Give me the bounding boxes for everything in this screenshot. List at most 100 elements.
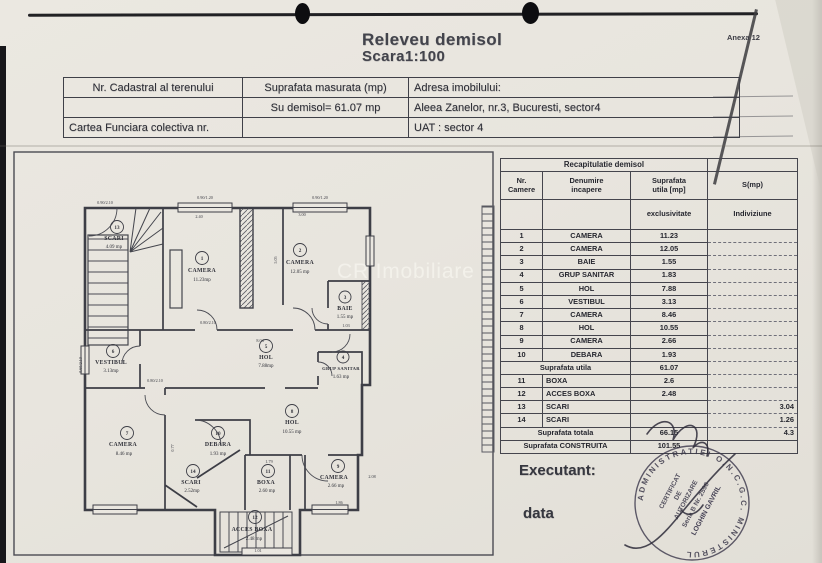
svg-text:13: 13 bbox=[114, 225, 120, 231]
svg-text:3.13mp: 3.13mp bbox=[103, 369, 119, 374]
svg-text:10: 10 bbox=[215, 431, 221, 437]
executant-label: Executant: bbox=[519, 462, 596, 479]
svg-text:0.90/1.20: 0.90/1.20 bbox=[197, 195, 213, 200]
scan-left-edge bbox=[0, 46, 6, 563]
svg-text:8.04: 8.04 bbox=[256, 338, 264, 343]
certification-stamp: ADMINISTRATIEI O.N.C.G.C. MINISTERUL CER… bbox=[624, 420, 750, 561]
svg-text:5.05: 5.05 bbox=[273, 256, 278, 263]
measured-area-header: Suprafata masurata (mp) bbox=[242, 77, 409, 98]
cell-excl: 8.46 bbox=[630, 308, 708, 323]
summary-value: 61.07 bbox=[630, 360, 708, 375]
svg-text:0.80/2.10: 0.80/2.10 bbox=[147, 378, 163, 383]
cell-name: ACCES BOXA bbox=[542, 387, 631, 402]
binder-hole-right bbox=[522, 2, 539, 24]
svg-text:0.90/1.20: 0.90/1.20 bbox=[312, 195, 328, 200]
cell-nr: 7 bbox=[500, 308, 543, 323]
svg-text:1.03: 1.03 bbox=[342, 323, 349, 328]
table-row: Nr. Cadastral al terenului Suprafata mas… bbox=[63, 77, 740, 98]
svg-text:10.55 mp: 10.55 mp bbox=[283, 430, 302, 435]
cell-indiv bbox=[707, 334, 798, 349]
cell-excl: 1.93 bbox=[630, 347, 708, 362]
cell-indiv bbox=[707, 242, 798, 257]
fold-crease bbox=[0, 145, 822, 147]
annex-label: Anexa 12 bbox=[727, 33, 760, 42]
empty-cell bbox=[242, 117, 409, 138]
cell-nr: 10 bbox=[500, 347, 543, 362]
cell-name: VESTIBUL bbox=[542, 294, 631, 310]
cell-name: CAMERA bbox=[542, 228, 631, 244]
land-book-label: Cartea Funciara colectiva nr. bbox=[63, 117, 243, 138]
svg-text:14: 14 bbox=[190, 469, 196, 475]
date-label: data bbox=[523, 505, 554, 522]
svg-text:CAMERA: CAMERA bbox=[188, 268, 216, 274]
cell-indiv bbox=[707, 360, 798, 375]
summary-label: Suprafata utila bbox=[500, 360, 631, 375]
svg-text:12.05 mp: 12.05 mp bbox=[291, 270, 310, 275]
cell-nr: 5 bbox=[500, 281, 543, 296]
svg-text:6: 6 bbox=[112, 349, 115, 355]
room-label-4: 4 GRUP SANITAR 1.63 mp bbox=[322, 350, 360, 380]
svg-text:7.88mp: 7.88mp bbox=[258, 364, 274, 369]
cell-indiv bbox=[707, 321, 798, 336]
cadastral-number-header: Nr. Cadastral al terenului bbox=[63, 77, 243, 98]
cell-indiv bbox=[707, 268, 798, 283]
col-header-nr: Nr. Camere bbox=[500, 171, 543, 200]
svg-text:1: 1 bbox=[201, 256, 204, 262]
window-icon bbox=[80, 202, 375, 515]
table-subheader-row: exclusivitate Indiviziune bbox=[500, 199, 798, 230]
cell-name: BOXA bbox=[542, 373, 631, 389]
cell-excl: 1.83 bbox=[630, 268, 708, 283]
svg-text:1.63 mp: 1.63 mp bbox=[333, 375, 350, 380]
cell-nr: 6 bbox=[500, 294, 543, 310]
cell-indiv bbox=[707, 373, 798, 389]
empty-cell bbox=[707, 158, 798, 172]
cell-name: CAMERA bbox=[542, 308, 631, 323]
cell-nr: 3 bbox=[500, 255, 543, 270]
cell-nr: 11 bbox=[500, 373, 543, 389]
col-header-smp: S(mp) bbox=[707, 171, 798, 200]
address-header: Adresa imobilului: bbox=[408, 77, 740, 98]
svg-text:VESTIBUL: VESTIBUL bbox=[95, 360, 127, 366]
cell-excl: 2.6 bbox=[630, 373, 708, 389]
svg-text:CAMERA: CAMERA bbox=[286, 260, 314, 266]
svg-text:1.55 mp: 1.55 mp bbox=[337, 315, 354, 320]
interior-walls bbox=[85, 208, 370, 510]
page-scale: Scara1:100 bbox=[362, 48, 446, 65]
cell-excl: 2.48 bbox=[630, 387, 708, 402]
svg-text:2.60 mp: 2.60 mp bbox=[259, 489, 276, 494]
cell-name: GRUP SANITAR bbox=[542, 268, 631, 283]
page-title: Releveu demisol bbox=[362, 30, 503, 49]
svg-text:1.86: 1.86 bbox=[335, 500, 342, 505]
col-header-suprafata: Suprafata utila [mp] bbox=[630, 171, 708, 200]
svg-text:4: 4 bbox=[342, 355, 345, 361]
cell-indiv bbox=[707, 387, 798, 402]
svg-text:4.09 mp: 4.09 mp bbox=[106, 245, 123, 250]
cell-indiv bbox=[707, 255, 798, 270]
cell-nr: 8 bbox=[500, 321, 543, 336]
svg-text:0.60/2.10: 0.60/2.10 bbox=[78, 357, 83, 373]
cell-excl: 10.55 bbox=[630, 321, 708, 336]
cell-excl: 7.88 bbox=[630, 281, 708, 296]
table-header-row: Nr. Camere Denumire incapere Suprafata u… bbox=[500, 171, 798, 200]
svg-text:ACCES BOXA: ACCES BOXA bbox=[232, 527, 273, 533]
ladder-hatch-strip bbox=[481, 205, 495, 453]
svg-text:GRUP SANITAR: GRUP SANITAR bbox=[322, 366, 360, 371]
cell-indiv: 1.26 bbox=[707, 413, 798, 428]
empty-cell bbox=[500, 199, 543, 230]
col-header-denumire: Denumire incapere bbox=[542, 171, 631, 200]
